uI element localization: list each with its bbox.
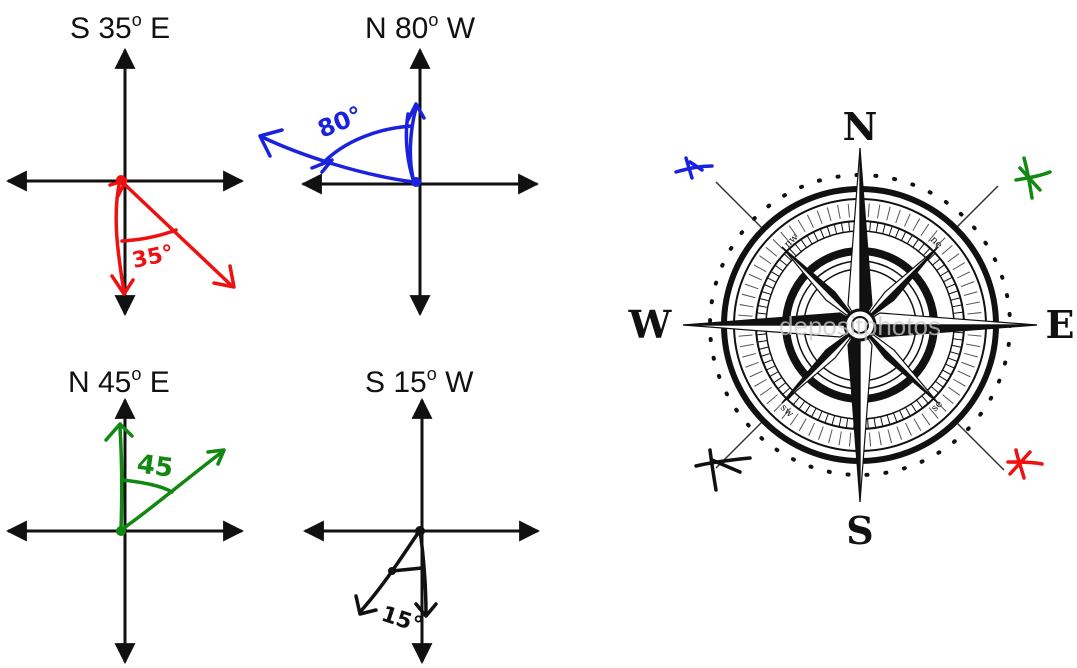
origin-point <box>415 526 425 536</box>
angle-arc <box>320 124 414 166</box>
mark-northwest <box>674 156 714 180</box>
arrowhead <box>110 274 135 296</box>
watermark: depositphotos <box>779 311 941 341</box>
bearing-label-s35e: S 35o E <box>70 10 170 45</box>
quadrant-n80w: N 80o W 80° <box>258 10 540 317</box>
angle-arc <box>390 566 424 573</box>
bearing-label-n80w: N 80o W <box>365 10 476 45</box>
quadrant-n45e: N 45o E 45 <box>5 364 245 665</box>
angle-arc <box>121 478 174 494</box>
north-double-stroke <box>404 112 416 184</box>
west-label: W <box>628 302 673 347</box>
arc-point <box>388 567 396 575</box>
arrowhead <box>212 264 236 289</box>
bearing-label-n45e: N 45o E <box>68 364 170 399</box>
bearing-ray <box>260 135 416 184</box>
angle-label: 35° <box>130 241 176 274</box>
south-reference-arrow <box>114 178 126 294</box>
bearing-drawing-n45e <box>104 422 226 532</box>
mark-southeast <box>1006 448 1044 480</box>
arrowhead <box>414 602 438 618</box>
arrowhead <box>406 102 426 122</box>
arrowhead <box>104 422 134 442</box>
bearing-label-s15w: S 15o W <box>365 364 474 399</box>
east-label: E <box>1046 302 1075 347</box>
bearing-drawing-n80w <box>258 102 426 184</box>
arrowhead <box>354 594 378 616</box>
compass-rose: depositphotos nw ne sw se N E S W <box>628 104 1075 553</box>
quadrant-s15w: S 15o W 15° <box>302 364 541 665</box>
south-label: S <box>846 508 873 553</box>
bearing-drawing-s15w <box>354 528 438 618</box>
north-label: N <box>843 104 878 149</box>
bearing-ray <box>119 450 224 532</box>
hub-center <box>851 316 869 334</box>
origin-point <box>116 175 126 185</box>
south-reference-arrow <box>418 528 428 616</box>
origin-point <box>411 177 421 187</box>
angle-arc <box>120 228 178 243</box>
mark-southwest <box>694 448 752 492</box>
origin-point <box>116 526 126 536</box>
arrowhead <box>258 128 284 158</box>
bearing-drawing-s35e <box>108 178 236 296</box>
north-reference-arrow <box>118 426 124 532</box>
mark-northeast <box>1014 156 1052 200</box>
arrowhead <box>206 448 226 466</box>
arc-arrowhead <box>310 158 334 174</box>
intercardinal-star <box>781 246 939 404</box>
bearing-ray <box>118 178 234 288</box>
quadrant-s35e: S 35o E 35° <box>5 10 245 317</box>
angle-label: 45 <box>135 449 175 484</box>
